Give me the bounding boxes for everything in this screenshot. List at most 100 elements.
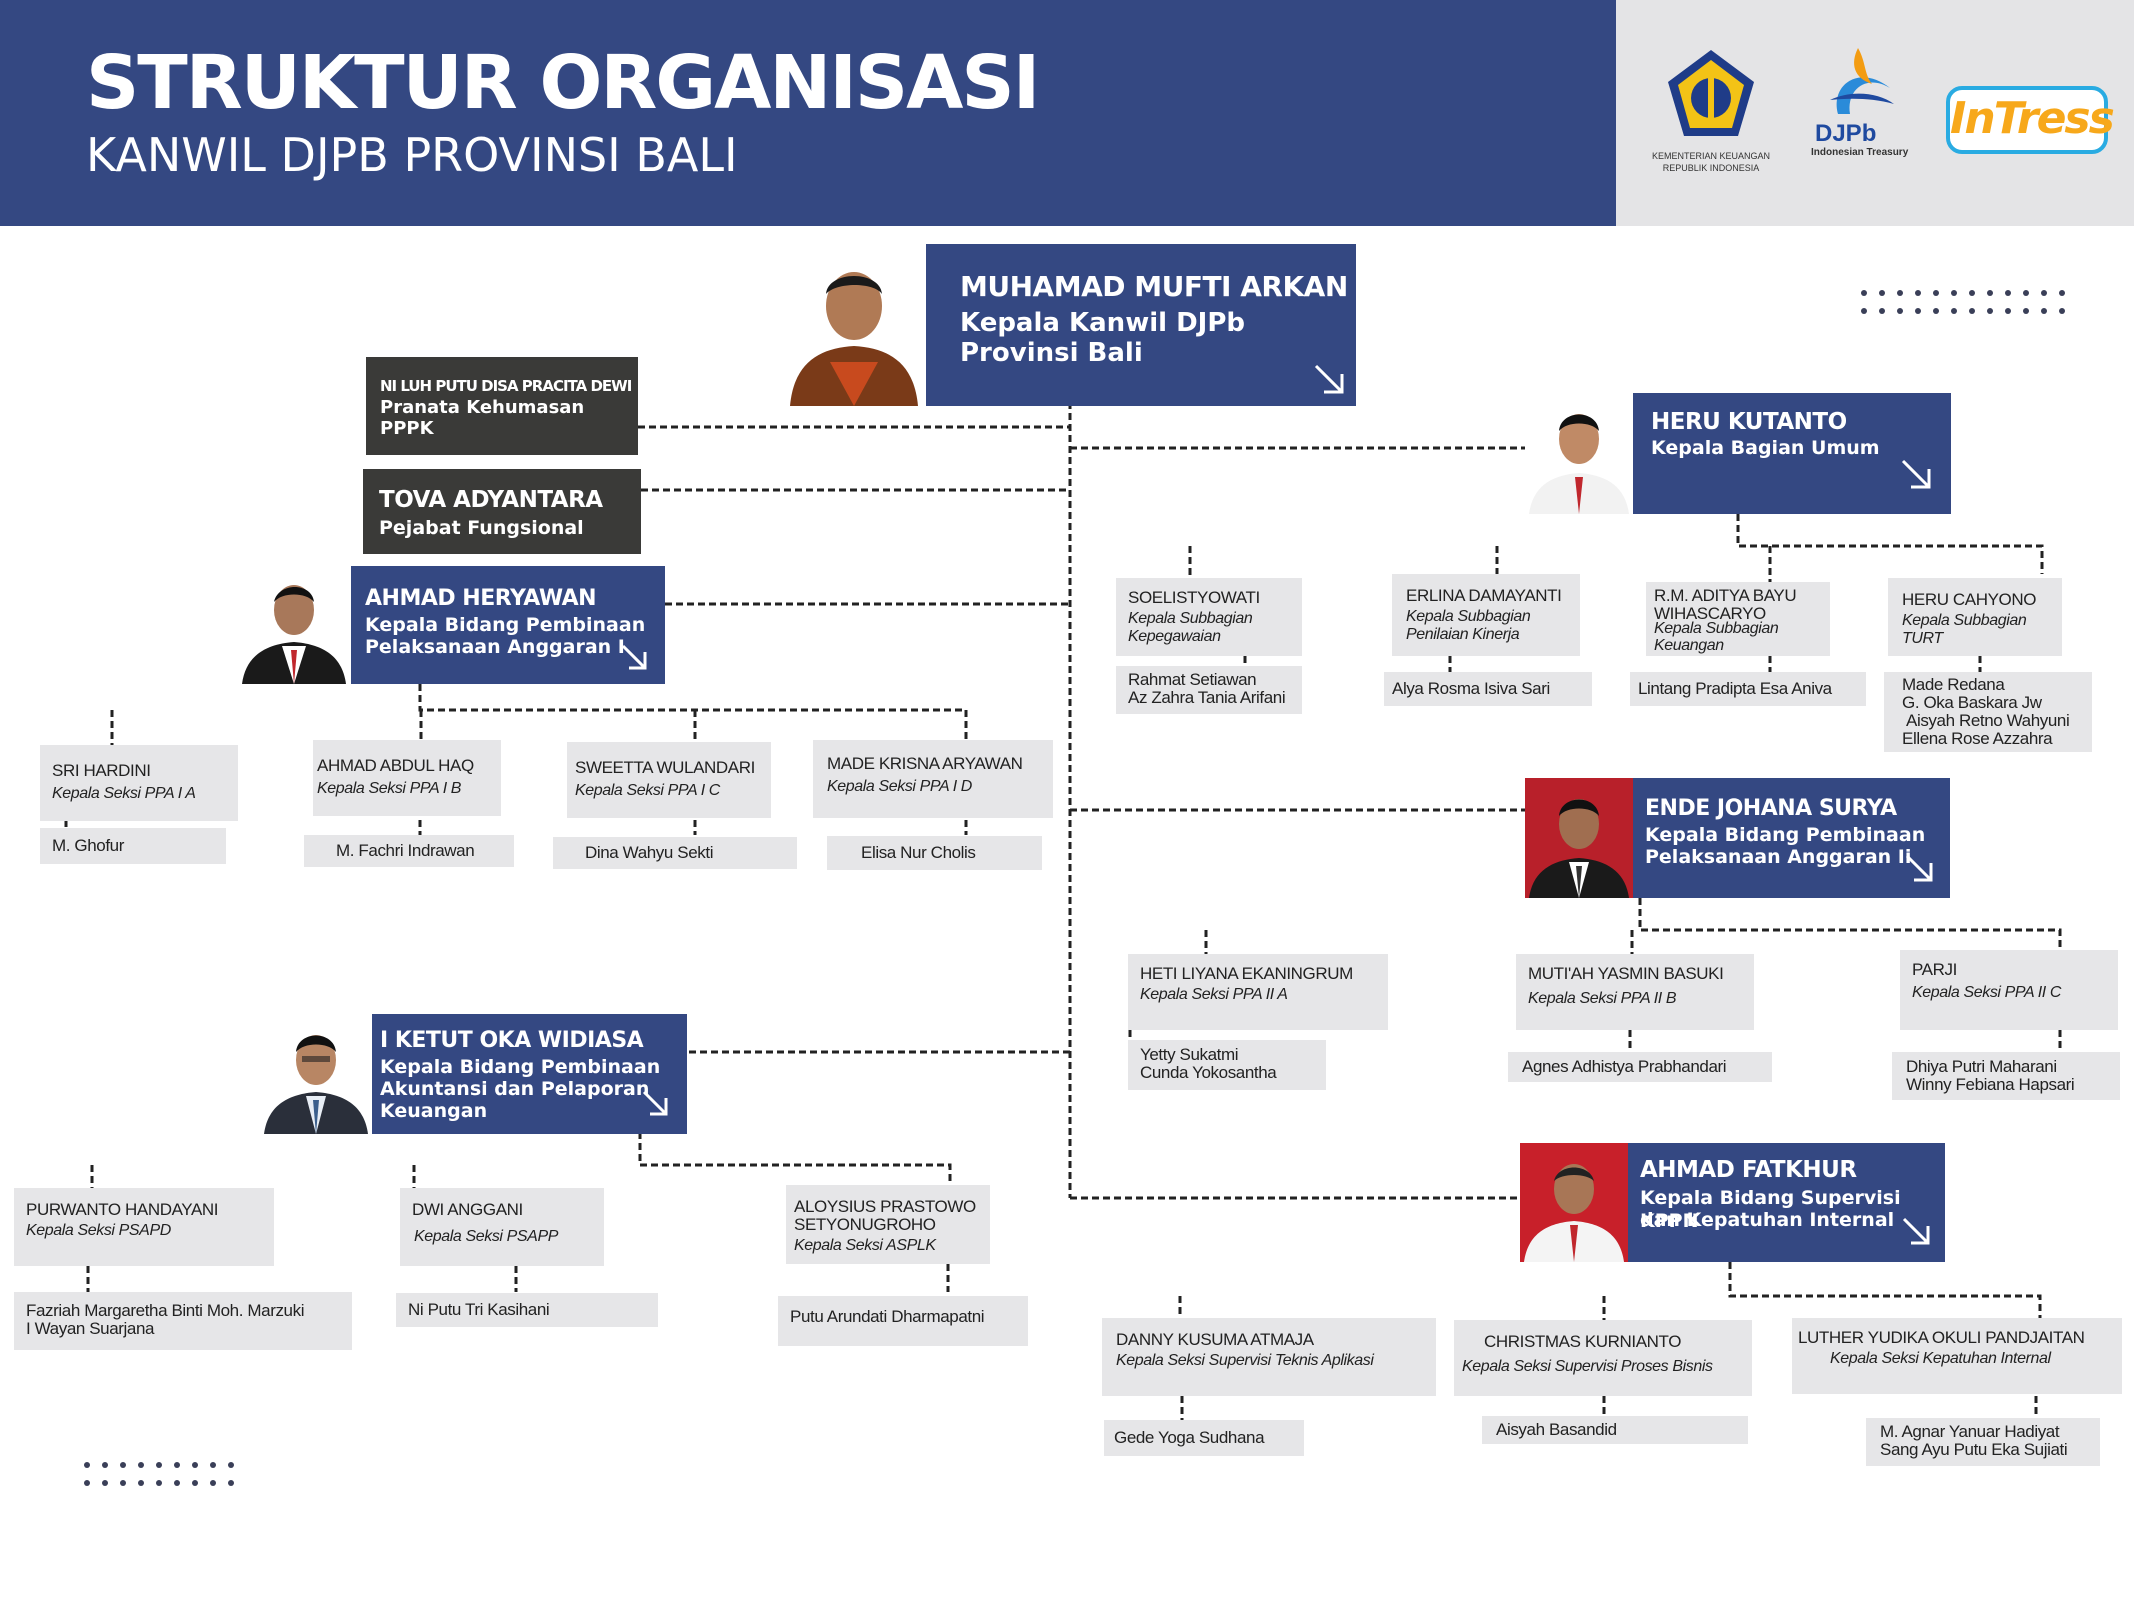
portrait-photo-akl <box>260 1014 372 1134</box>
section-box: DWI ANGGANI Kepala Seksi PSAPP <box>400 1188 604 1266</box>
staff-member: M. Agnar Yanuar Hadiyat <box>1880 1423 2059 1441</box>
decorative-dot <box>1915 290 1921 296</box>
staff-member: Fazriah Margaretha Binti Moh. Marzuki <box>26 1302 304 1320</box>
staff-member: M. Fachri Indrawan <box>336 842 474 860</box>
section-head-role-1: Kepala Subbagian <box>1406 608 1530 626</box>
decorative-dot <box>84 1480 90 1486</box>
staff-name: NI LUH PUTU DISA PRACITA DEWI <box>380 377 631 395</box>
staff-member: Cunda Yokosantha <box>1140 1064 1276 1082</box>
section-head-role-1: Kepala Subbagian <box>1128 610 1252 628</box>
decorative-dot <box>84 1462 90 1468</box>
decorative-dot <box>156 1480 162 1486</box>
section-head-role: Kepala Seksi Supervisi Teknis Aplikasi <box>1116 1352 1374 1370</box>
staff-member: G. Oka Baskara Jw <box>1902 694 2042 712</box>
section-box: DANNY KUSUMA ATMAJA Kepala Seksi Supervi… <box>1102 1318 1436 1396</box>
staff-member: Winny Febiana Hapsari <box>1906 1076 2074 1094</box>
staff-list-box: Agnes Adhistya Prabhandari <box>1508 1052 1772 1082</box>
pa2-box[interactable]: ENDE JOHANA SURYA Kepala Bidang Pembinaa… <box>1633 778 1950 898</box>
section-head-name-1: ALOYSIUS PRASTOWO <box>794 1197 976 1217</box>
kemenkeu-line1: KEMENTERIAN KEUANGAN <box>1652 150 1770 162</box>
staff-list-box: M. Fachri Indrawan <box>304 835 514 867</box>
head-title-1: Kepala Kanwil DJPb <box>960 308 1245 338</box>
pa1-box[interactable]: AHMAD HERYAWAN Kepala Bidang Pembinaan P… <box>351 566 665 684</box>
section-head-name: MADE KRISNA ARYAWAN <box>827 754 1023 774</box>
decorative-dot <box>210 1462 216 1468</box>
section-head-name: DWI ANGGANI <box>412 1200 523 1220</box>
section-head-role: Kepala Seksi PSAPP <box>414 1228 558 1246</box>
section-head-role: Kepala Seksi PPA II C <box>1912 984 2061 1002</box>
portrait-photo-head <box>780 244 928 406</box>
decorative-dot <box>1933 290 1939 296</box>
staff-member: Made Redana <box>1902 676 2004 694</box>
staff-list-box: Made Redana G. Oka Baskara Jw Aisyah Ret… <box>1884 672 2092 752</box>
staff-member: Agnes Adhistya Prabhandari <box>1522 1058 1726 1076</box>
pa1-name: AHMAD HERYAWAN <box>365 586 596 611</box>
staff-title: Pejabat Fungsional <box>379 517 584 540</box>
section-head-role: Kepala Seksi PPA II B <box>1528 990 1676 1008</box>
section-head-name: PURWANTO HANDAYANI <box>26 1200 218 1220</box>
section-box: SRI HARDINI Kepala Seksi PPA I A <box>40 745 238 821</box>
decorative-dot <box>1969 290 1975 296</box>
decorative-dot <box>2041 290 2047 296</box>
staff-list-box: Lintang Pradipta Esa Aniva <box>1630 672 1866 706</box>
section-head-role: Kepala Seksi PPA II A <box>1140 986 1288 1004</box>
decorative-dot <box>1915 308 1921 314</box>
section-box: PURWANTO HANDAYANI Kepala Seksi PSAPD <box>14 1188 274 1266</box>
decorative-dot <box>1861 308 1867 314</box>
intress-logo: InTress <box>1946 86 2108 154</box>
arrow-down-right-icon[interactable] <box>1312 362 1346 396</box>
staff-list-box: M. Ghofur <box>40 828 226 864</box>
skppn-name: AHMAD FATKHUR <box>1640 1157 1857 1183</box>
decorative-dot <box>2059 308 2065 314</box>
arrow-down-right-icon[interactable] <box>640 1088 670 1118</box>
staff-member: Alya Rosma Isiva Sari <box>1392 680 1550 698</box>
decorative-dot <box>2005 308 2011 314</box>
decorative-dot <box>1879 308 1885 314</box>
akl-box[interactable]: I KETUT OKA WIDIASA Kepala Bidang Pembin… <box>372 1014 687 1134</box>
arrow-down-right-icon[interactable] <box>619 642 649 672</box>
arrow-down-right-icon[interactable] <box>1899 457 1933 491</box>
staff-member: Aisyah Basandid <box>1496 1421 1617 1439</box>
staff-member: Ni Putu Tri Kasihani <box>408 1301 549 1319</box>
section-box: AHMAD ABDUL HAQ Kepala Seksi PPA I B <box>313 740 501 816</box>
staff-list-box: Rahmat Setiawan Az Zahra Tania Arifani <box>1116 666 1302 714</box>
decorative-dot <box>192 1462 198 1468</box>
section-head-role-1: Kepala Subbagian <box>1902 612 2026 630</box>
arrow-down-right-icon[interactable] <box>1900 1215 1932 1247</box>
section-head-name: PARJI <box>1912 960 1957 980</box>
page-title: STRUKTUR ORGANISASI <box>86 40 1038 126</box>
head-title-2: Provinsi Bali <box>960 338 1143 368</box>
decorative-dot <box>120 1462 126 1468</box>
portrait-photo-pa2 <box>1525 778 1633 898</box>
decorative-dot <box>228 1462 234 1468</box>
staff-member: I Wayan Suarjana <box>26 1320 154 1338</box>
section-box: MADE KRISNA ARYAWAN Kepala Seksi PPA I D <box>813 740 1053 818</box>
section-head-role-1: Kepala Subbagian <box>1654 620 1778 638</box>
staff-member: Az Zahra Tania Arifani <box>1128 689 1285 707</box>
umum-box[interactable]: HERU KUTANTO Kepala Bagian Umum <box>1633 393 1951 514</box>
staff-list-box: Alya Rosma Isiva Sari <box>1384 672 1592 706</box>
staff-list-box: Elisa Nur Cholis <box>827 836 1042 870</box>
section-head-role-2: Keuangan <box>1654 637 1724 655</box>
decorative-dot <box>138 1462 144 1468</box>
section-head-name: CHRISTMAS KURNIANTO <box>1484 1332 1681 1352</box>
head-box[interactable]: MUHAMAD MUFTI ARKAN Kepala Kanwil DJPb P… <box>926 244 1356 406</box>
decorative-dot <box>1987 290 1993 296</box>
skppn-box[interactable]: AHMAD FATKHUR Kepala Bidang Supervisi KP… <box>1628 1143 1945 1262</box>
staff-member: Sang Ayu Putu Eka Sujiati <box>1880 1441 2067 1459</box>
section-box: HETI LIYANA EKANINGRUM Kepala Seksi PPA … <box>1128 954 1388 1030</box>
staff-member: Dhiya Putri Maharani <box>1906 1058 2057 1076</box>
decorative-dot <box>2005 290 2011 296</box>
arrow-down-right-icon[interactable] <box>1903 852 1935 884</box>
decorative-dot <box>228 1480 234 1486</box>
section-box: MUTI'AH YASMIN BASUKI Kepala Seksi PPA I… <box>1516 954 1754 1030</box>
decorative-dot <box>2023 290 2029 296</box>
pa2-title-2: Pelaksanaan Anggaran Ii <box>1645 846 1911 869</box>
section-head-name: HETI LIYANA EKANINGRUM <box>1140 964 1353 984</box>
djpb-tagline: Indonesian Treasury <box>1811 147 1908 158</box>
section-head-role: Kepala Seksi PPA I C <box>575 782 720 800</box>
skppn-title-2: dan Kepatuhan Internal <box>1640 1209 1894 1232</box>
head-name: MUHAMAD MUFTI ARKAN <box>960 270 1348 303</box>
decorative-dot <box>1969 308 1975 314</box>
pa1-title-2: Pelaksanaan Anggaran I <box>365 636 625 659</box>
